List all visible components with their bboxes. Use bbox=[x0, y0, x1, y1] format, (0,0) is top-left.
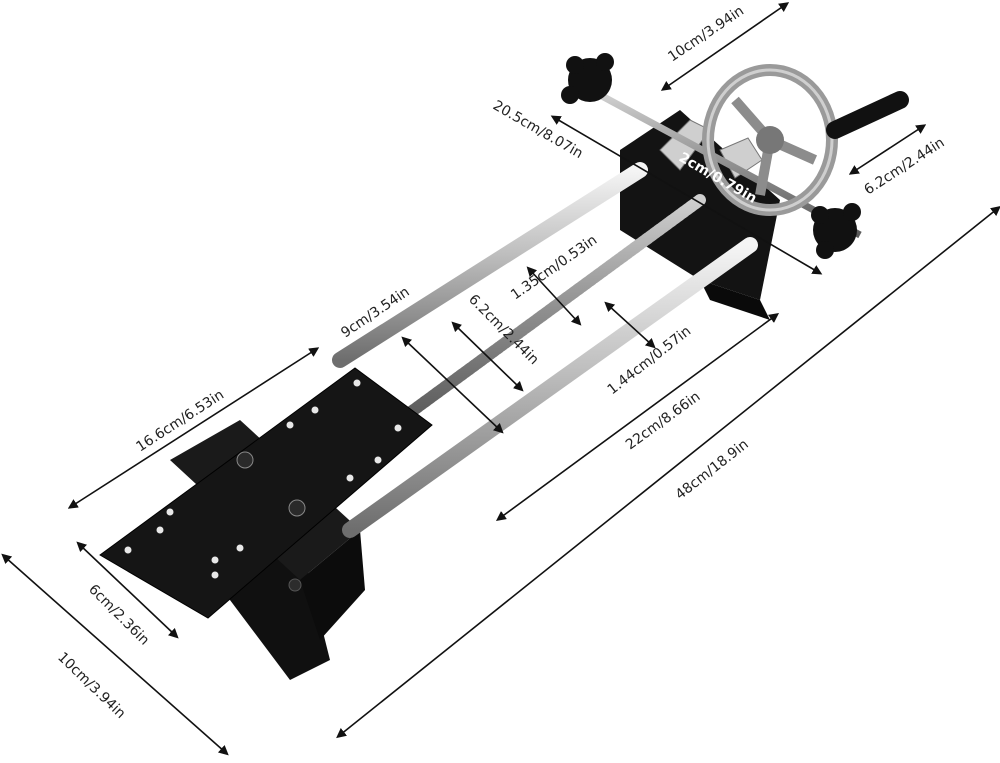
dim-wheel-offset-line bbox=[848, 124, 927, 175]
label-base-width: 10cm/3.94in bbox=[54, 649, 128, 722]
dimension-labels: 10cm/3.94in 20.5cm/8.07in 2cm/0.79in 6.2… bbox=[54, 3, 947, 722]
wheel-handle bbox=[826, 91, 909, 139]
label-top-width: 10cm/3.94in bbox=[665, 3, 747, 65]
label-frame-width: 20.5cm/8.07in bbox=[490, 98, 586, 162]
dim-rod-length-line bbox=[495, 313, 780, 521]
label-total-length: 48cm/18.9in bbox=[673, 436, 752, 503]
dim-top-width-line bbox=[660, 2, 790, 91]
dim-total-length-line bbox=[336, 205, 1000, 739]
label-wheel-offset: 6.2cm/2.44in bbox=[861, 135, 947, 199]
label-plate-width: 6cm/2.36in bbox=[85, 582, 152, 649]
dim-base-width-line bbox=[1, 553, 229, 756]
star-knob-right bbox=[811, 203, 861, 259]
dim-plate-length-line bbox=[67, 347, 320, 509]
star-knob-left bbox=[561, 53, 614, 104]
